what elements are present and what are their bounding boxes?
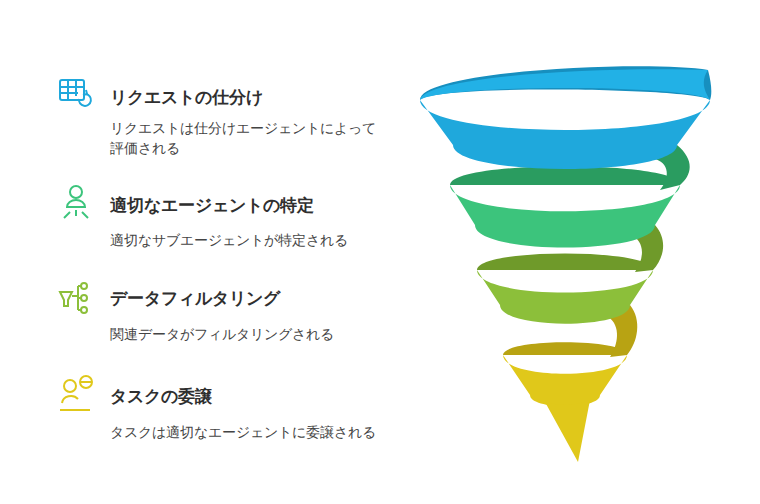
step-description: リクエストは仕分けエージェントによって評価される [110,118,385,158]
step-description: タスクは適切なエージェントに委譲される [110,422,385,442]
sort-icon [60,80,91,106]
step-description: 関連データがフィルタリングされる [110,324,385,344]
step-heading: リクエストの仕分け [110,86,263,108]
step-description: 適切なサブエージェントが特定される [110,230,385,250]
step-heading: データフィルタリング [110,287,280,309]
step-heading: タスクの委譲 [110,385,212,407]
agent-icon [64,186,88,218]
delegate-icon [60,376,92,410]
step-heading: 適切なエージェントの特定 [110,194,314,216]
filter-icon [60,283,87,313]
